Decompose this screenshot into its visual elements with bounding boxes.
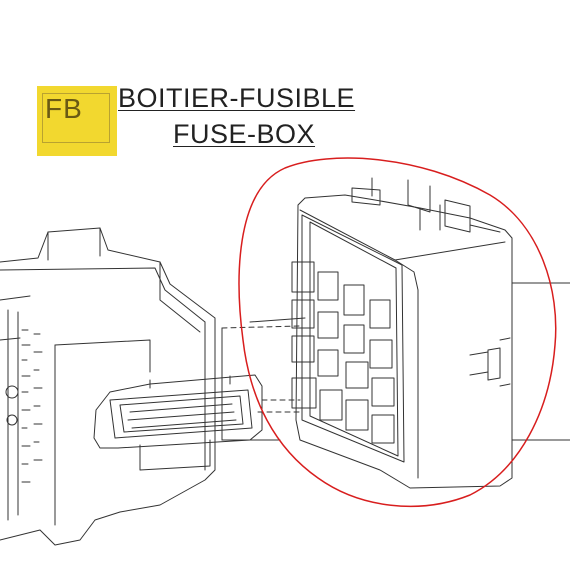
title-block: BOITIER-FUSIBLE FUSE-BOX [118,80,418,152]
guide-frame [221,317,306,441]
leader-lines [511,282,570,441]
fb-badge-code: FB [45,93,83,124]
highlight-oval [238,157,557,508]
title-french: BOITIER-FUSIBLE [118,83,356,113]
title-english: FUSE-BOX [173,119,316,149]
fb-badge-frame [42,93,110,143]
fuse-box-body [295,177,513,489]
connector-plug [93,374,263,471]
connector-housing [0,227,216,546]
fb-badge: FB [37,86,117,156]
fuse-slots [291,214,405,463]
